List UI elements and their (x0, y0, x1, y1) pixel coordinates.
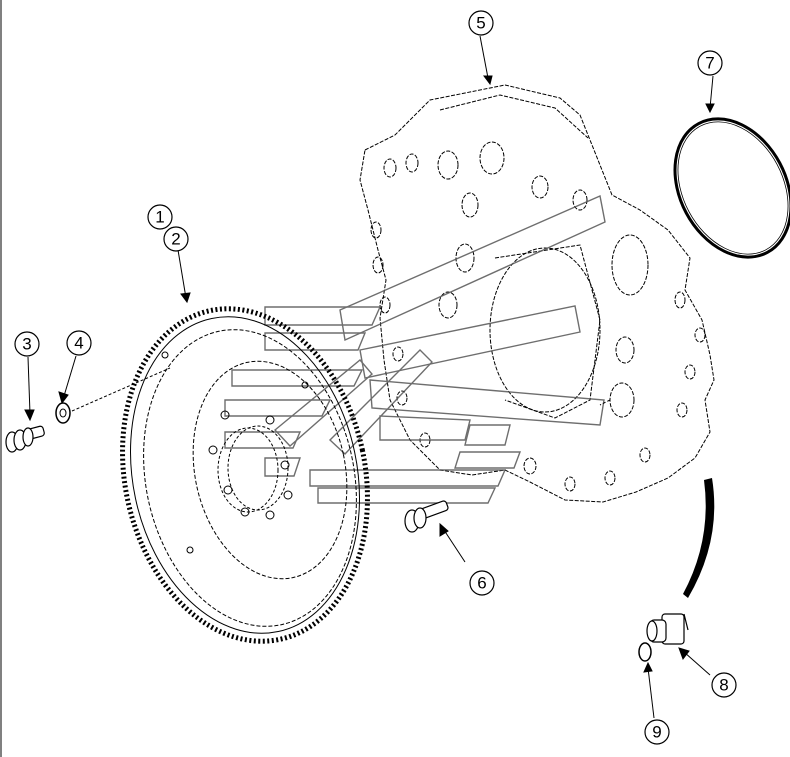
callout-9: 9 (644, 719, 670, 745)
callout-label: 1 (155, 208, 164, 227)
callout-8: 8 (711, 672, 737, 698)
callout-label: 7 (705, 54, 714, 73)
watermark-logo-icon (224, 195, 606, 504)
callout-4: 4 (66, 330, 92, 356)
callout-label: 8 (719, 676, 728, 695)
callout-7: 7 (697, 50, 723, 76)
callout-2: 2 (163, 226, 189, 252)
leader-lines (24, 35, 715, 719)
washer-icon (55, 402, 71, 424)
callout-label: 3 (22, 335, 31, 354)
callout-label: 5 (476, 14, 485, 33)
seal-ring-icon (638, 642, 652, 662)
callout-label: 2 (171, 230, 180, 249)
flywheel-ring-gear-icon (120, 306, 370, 644)
bolt-icon (404, 500, 449, 533)
bolt-icon (5, 425, 45, 453)
callout-label: 4 (74, 334, 83, 353)
callout-label: 9 (652, 723, 661, 742)
callout-1: 1 (147, 204, 173, 230)
plug-icon (646, 613, 689, 645)
seal-arc-icon (683, 478, 715, 598)
callout-5: 5 (468, 10, 494, 36)
callout-3: 3 (14, 331, 40, 357)
callout-label: 6 (477, 574, 486, 593)
o-ring-icon (673, 117, 790, 259)
callout-6: 6 (469, 570, 495, 596)
